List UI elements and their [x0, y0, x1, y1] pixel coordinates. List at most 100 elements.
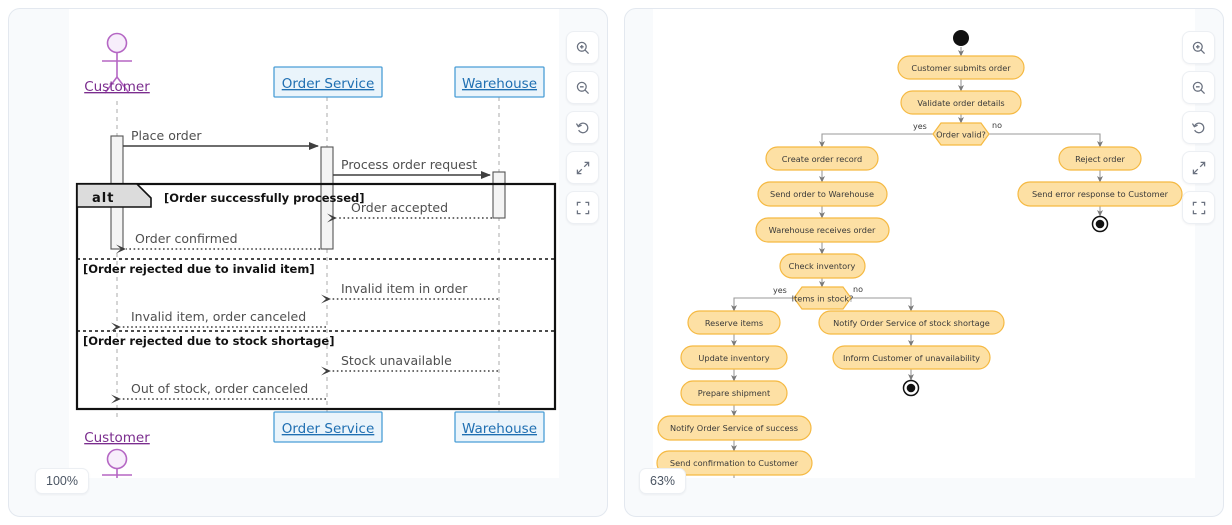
participant-label-warehouse-top: Warehouse: [462, 76, 537, 92]
activity-decision-label: Items in stock?: [792, 294, 854, 304]
activity-node-create-order-record[interactable]: Create order record: [765, 146, 879, 171]
sequence-diagram-toolbar: [566, 31, 599, 224]
expand-button[interactable]: [1182, 151, 1215, 184]
participant-label-warehouse-bottom: Warehouse: [462, 421, 537, 437]
zoom-in-button[interactable]: [1182, 31, 1215, 64]
participant-order-service-bottom[interactable]: Order Service: [273, 411, 383, 443]
message-label-invalid-item-in-order: Invalid item in order: [341, 281, 468, 296]
message-process-order-request[interactable]: Process order request: [333, 157, 491, 179]
participant-order-service-top[interactable]: Order Service: [273, 66, 383, 98]
message-out-of-stock-order-canceled[interactable]: Out of stock, order canceled: [111, 381, 326, 404]
activity-diagram-panel: Customer submits order Validate order de…: [624, 8, 1224, 517]
alt-guard-3: [Order rejected due to stock shortage]: [83, 334, 334, 348]
activity-decision-label: Order valid?: [936, 130, 986, 140]
activity-node-customer-submits-order[interactable]: Customer submits order: [897, 55, 1025, 80]
activity-node-inform-customer-of-unavailability[interactable]: Inform Customer of unavailability: [832, 345, 991, 370]
actor-customer-top[interactable]: Customer: [84, 32, 150, 96]
activity-node-send-order-to-warehouse[interactable]: Send order to Warehouse: [757, 181, 888, 207]
alt-operator-label: alt: [92, 191, 114, 206]
message-place-order[interactable]: Place order: [123, 128, 319, 150]
zoom-level-badge[interactable]: 100%: [35, 468, 89, 494]
zoom-in-icon: [1192, 41, 1205, 54]
activity-node-label: Validate order details: [917, 98, 1004, 108]
sequence-diagram-panel: Customer Order Service Warehouse: [8, 8, 608, 517]
expand-button[interactable]: [566, 151, 599, 184]
zoom-in-button[interactable]: [566, 31, 599, 64]
activity-node-label: Send confirmation to Customer: [670, 458, 799, 468]
fullscreen-button[interactable]: [1182, 191, 1215, 224]
message-order-accepted[interactable]: Order accepted: [327, 200, 492, 223]
activity-node-label: Create order record: [782, 154, 862, 164]
actor-label-customer-bottom: Customer: [84, 430, 150, 446]
zoom-out-icon: [1192, 81, 1205, 94]
message-label-order-confirmed: Order confirmed: [135, 231, 238, 246]
zoom-out-button[interactable]: [566, 71, 599, 104]
message-label-process-order-request: Process order request: [341, 157, 477, 172]
alt-guard-1: [Order successfully processed]: [164, 191, 365, 205]
zoom-level-badge[interactable]: 63%: [639, 468, 687, 494]
edge-label-yes: yes: [913, 122, 927, 131]
activity-final-node-rejected[interactable]: [1091, 215, 1109, 233]
zoom-out-icon: [576, 81, 589, 94]
activity-node-label: Notify Order Service of success: [670, 423, 798, 433]
activity-node-label: Notify Order Service of stock shortage: [833, 318, 990, 328]
sequence-diagram-canvas[interactable]: Customer Order Service Warehouse: [69, 9, 559, 478]
alt-guard-2: [Order rejected due to invalid item]: [83, 262, 315, 276]
fullscreen-icon: [576, 201, 589, 214]
activity-diagram-toolbar: [1182, 31, 1215, 224]
activity-decision-items-in-stock[interactable]: Items in stock? yes no: [773, 285, 863, 310]
participant-warehouse-bottom[interactable]: Warehouse: [454, 411, 545, 443]
activity-node-notify-order-service-of-success[interactable]: Notify Order Service of success: [657, 415, 812, 441]
reset-icon: [1191, 122, 1204, 133]
activity-diagram-canvas[interactable]: Customer submits order Validate order de…: [653, 9, 1195, 478]
activity-node-send-error-response-to-customer[interactable]: Send error response to Customer: [1017, 181, 1183, 207]
activity-node-reserve-items[interactable]: Reserve items: [687, 310, 781, 335]
activity-node-reject-order[interactable]: Reject order: [1058, 146, 1142, 171]
message-invalid-item-order-canceled[interactable]: Invalid item, order canceled: [111, 309, 326, 332]
message-stock-unavailable[interactable]: Stock unavailable: [321, 353, 498, 376]
message-label-invalid-item-order-canceled: Invalid item, order canceled: [131, 309, 306, 324]
participant-warehouse-top[interactable]: Warehouse: [454, 66, 545, 98]
activity-node-validate-order-details[interactable]: Validate order details: [900, 90, 1022, 115]
activity-node-check-inventory[interactable]: Check inventory: [779, 253, 866, 279]
participant-label-order-service-bottom: Order Service: [282, 421, 375, 437]
activity-node-update-inventory[interactable]: Update inventory: [680, 345, 788, 370]
activity-node-label: Send error response to Customer: [1032, 189, 1169, 199]
actor-head-icon-bottom: [106, 448, 128, 470]
activity-node-label: Send order to Warehouse: [770, 189, 874, 199]
activity-node-label: Reserve items: [705, 318, 763, 328]
activity-decision-order-valid[interactable]: Order valid? yes no: [913, 121, 1002, 146]
message-label-out-of-stock-order-canceled: Out of stock, order canceled: [131, 381, 308, 396]
actor-customer-bottom[interactable]: Customer: [84, 430, 150, 478]
edge-label-no: no: [992, 121, 1002, 130]
activity-node-label: Prepare shipment: [698, 388, 771, 398]
activity-node-label: Check inventory: [789, 261, 856, 271]
message-order-confirmed[interactable]: Order confirmed: [116, 231, 320, 254]
activity-initial-node[interactable]: [953, 30, 969, 46]
actor-head-icon: [106, 32, 128, 54]
activity-edges: [731, 47, 1103, 478]
activity-node-label: Inform Customer of unavailability: [843, 353, 980, 363]
fullscreen-button[interactable]: [566, 191, 599, 224]
activity-node-prepare-shipment[interactable]: Prepare shipment: [680, 380, 788, 406]
zoom-out-button[interactable]: [1182, 71, 1215, 104]
activity-node-warehouse-receives-order[interactable]: Warehouse receives order: [755, 217, 890, 243]
edge-label-no: no: [853, 285, 863, 294]
message-invalid-item-in-order[interactable]: Invalid item in order: [321, 281, 498, 304]
message-label-order-accepted: Order accepted: [351, 200, 448, 215]
activity-node-notify-order-service-of-stock-shortage[interactable]: Notify Order Service of stock shortage: [818, 310, 1005, 335]
reset-icon: [575, 122, 588, 133]
message-label-place-order: Place order: [131, 128, 202, 143]
activity-node-send-confirmation-to-customer[interactable]: Send confirmation to Customer: [656, 450, 813, 476]
zoom-in-icon: [576, 41, 589, 54]
participant-label-order-service-top: Order Service: [282, 76, 375, 92]
activation-bar-warehouse: [492, 171, 506, 219]
reset-view-button[interactable]: [566, 111, 599, 144]
activity-final-node-unavailable[interactable]: [902, 379, 920, 397]
activity-node-label: Reject order: [1075, 154, 1125, 164]
edge-label-yes: yes: [773, 286, 787, 295]
expand-arrows-icon: [1192, 161, 1205, 174]
reset-view-button[interactable]: [1182, 111, 1215, 144]
actor-label-customer-top: Customer: [84, 79, 150, 95]
